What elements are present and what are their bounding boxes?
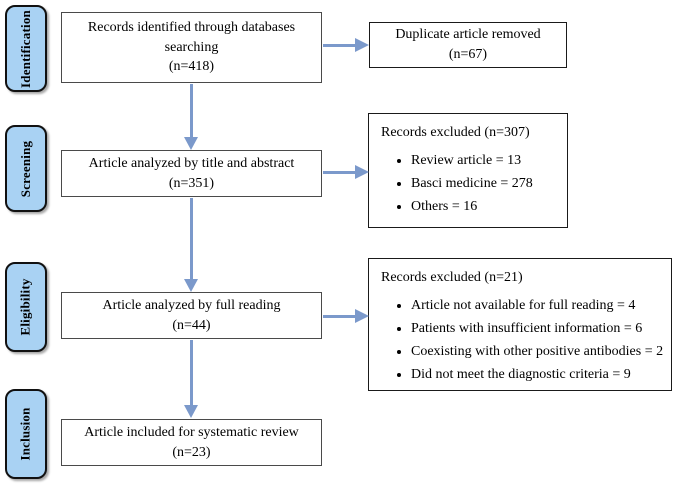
exclusion-reason: Review article = 13 bbox=[411, 151, 567, 171]
stage-eligibility-label: Eligibility bbox=[18, 278, 34, 336]
box-excluded-eligibility-reasons: Article not available for full reading =… bbox=[369, 296, 671, 385]
arrow-down-1-head-icon bbox=[184, 137, 198, 150]
box-duplicates-removed: Duplicate article removed (n=67) bbox=[369, 22, 567, 68]
box-duplicates-removed-title: Duplicate article removed bbox=[395, 27, 541, 43]
arrow-down-2-line bbox=[190, 198, 193, 280]
exclusion-reason: Coexisting with other positive antibodie… bbox=[411, 342, 671, 362]
stage-screening-label: Screening bbox=[18, 140, 34, 197]
exclusion-reason: Patients with insufficient information =… bbox=[411, 319, 671, 339]
arrow-right-3-head-icon bbox=[355, 309, 369, 323]
arrow-down-1-line bbox=[190, 84, 193, 138]
box-records-identified: Records identified through databases sea… bbox=[61, 12, 322, 83]
box-included: Article included for systematic review (… bbox=[61, 419, 322, 466]
box-excluded-screening-reasons: Review article = 13 Basci medicine = 278… bbox=[369, 151, 567, 217]
arrow-right-1-head-icon bbox=[355, 38, 369, 52]
box-excluded-screening: Records excluded (n=307) Review article … bbox=[368, 113, 568, 228]
arrow-right-3-line bbox=[323, 315, 356, 318]
box-records-identified-count: (n=418) bbox=[168, 59, 215, 75]
arrow-down-3-line bbox=[190, 340, 193, 406]
box-title-abstract: Article analyzed by title and abstract (… bbox=[61, 150, 322, 197]
arrow-down-2-head-icon bbox=[184, 279, 198, 292]
box-included-count: (n=23) bbox=[172, 444, 211, 460]
box-excluded-eligibility: Records excluded (n=21) Article not avai… bbox=[368, 258, 672, 391]
stage-inclusion: Inclusion bbox=[5, 389, 47, 479]
stage-identification: Identification bbox=[5, 5, 47, 92]
stage-screening: Screening bbox=[5, 125, 47, 212]
box-title-abstract-count: (n=351) bbox=[168, 175, 215, 191]
box-included-title: Article included for systematic review bbox=[84, 424, 299, 440]
arrow-right-2-line bbox=[323, 171, 356, 174]
exclusion-reason: Article not available for full reading =… bbox=[411, 296, 671, 316]
box-full-reading-title: Article analyzed by full reading bbox=[102, 297, 281, 313]
box-records-identified-title: Records identified through databases sea… bbox=[87, 19, 296, 55]
stage-eligibility: Eligibility bbox=[5, 262, 47, 352]
box-full-reading-count: (n=44) bbox=[172, 317, 211, 333]
box-full-reading: Article analyzed by full reading (n=44) bbox=[61, 292, 322, 339]
box-excluded-eligibility-title: Records excluded (n=21) bbox=[381, 270, 523, 285]
arrow-right-2-head-icon bbox=[355, 165, 369, 179]
box-title-abstract-title: Article analyzed by title and abstract bbox=[88, 155, 295, 171]
arrow-right-1-line bbox=[323, 44, 356, 47]
exclusion-reason: Others = 16 bbox=[411, 197, 567, 217]
exclusion-reason: Basci medicine = 278 bbox=[411, 174, 567, 194]
exclusion-reason: Did not meet the diagnostic criteria = 9 bbox=[411, 365, 671, 385]
box-excluded-screening-title: Records excluded (n=307) bbox=[381, 125, 530, 140]
box-duplicates-removed-count: (n=67) bbox=[448, 47, 488, 62]
arrow-down-3-head-icon bbox=[184, 405, 198, 418]
stage-identification-label: Identification bbox=[18, 9, 34, 88]
stage-inclusion-label: Inclusion bbox=[18, 407, 34, 461]
